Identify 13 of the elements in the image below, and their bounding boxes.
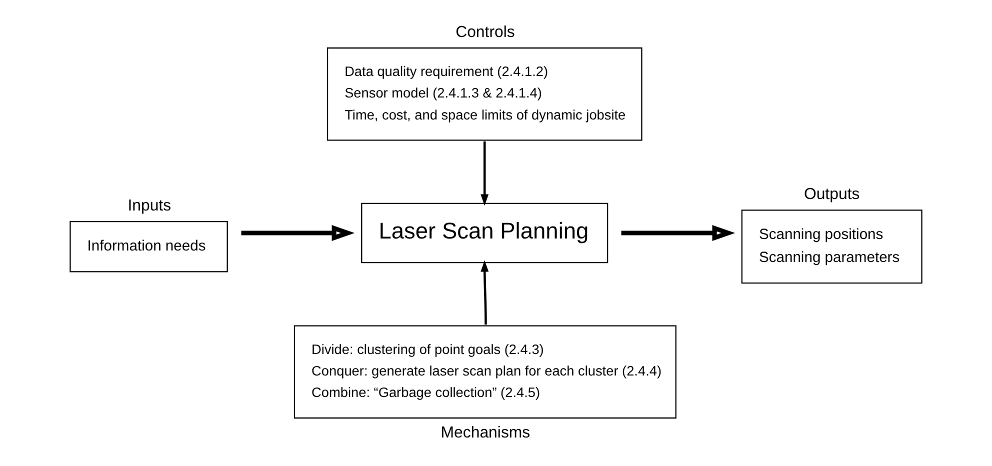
node-label: Outputs [804,186,860,204]
node-label: Mechanisms [440,424,530,442]
node-box: Scanning positions Scanning parameters [741,210,922,284]
arrow [241,225,355,241]
node-box: Laser Scan Planning [361,202,608,264]
arrow [621,225,736,241]
arrow [480,141,489,206]
node-box: Data quality requirement (2.4.1.2) Sensor model (2.4.1.3 & 2.4.1.4) Time, cost, and space limits of dynamic jobsite [326,47,642,141]
node-label: Controls [456,24,515,41]
node-box: Information needs [70,221,228,272]
node-label: Inputs [128,197,172,214]
node-box: Divide: clustering of point goals (2.4.3) Conquer: generate laser scan plan for each cluster (2.4.4) Combine: “Garbage collection” (2.4.5) [294,325,676,419]
arrow [480,260,489,325]
